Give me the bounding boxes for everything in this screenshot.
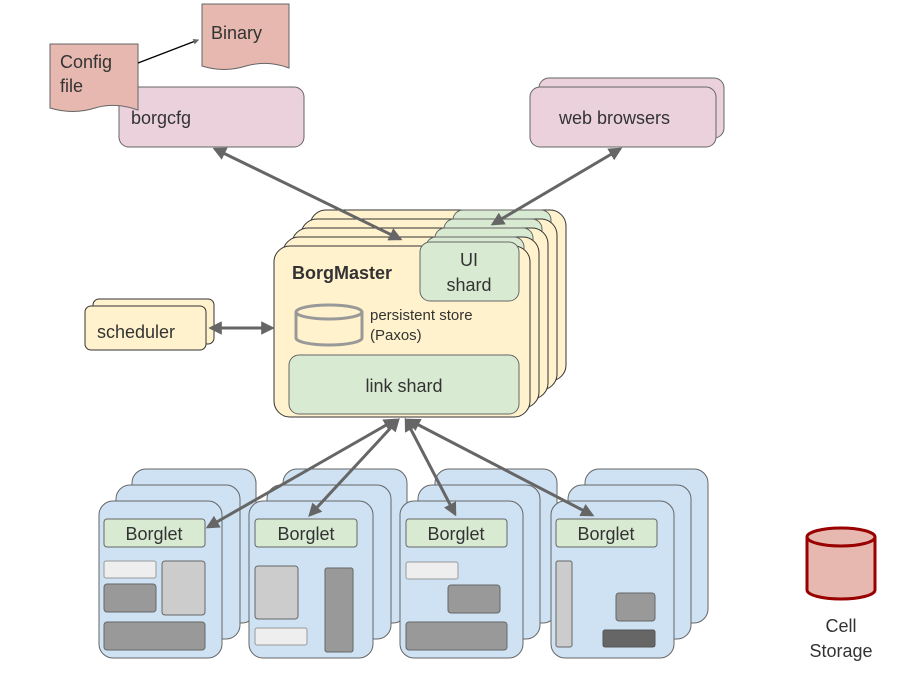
persistent-store-label-line1: persistent store	[370, 307, 473, 324]
task-block	[324, 567, 354, 653]
task-block	[602, 629, 656, 648]
borgmaster-label: BorgMaster	[292, 263, 392, 283]
binary-label: Binary	[211, 23, 262, 43]
task-block	[103, 583, 157, 613]
ui-shard-label-line1: UI	[460, 250, 478, 270]
machine-stack-1: Borglet	[98, 468, 257, 659]
borglet-label: Borglet	[577, 524, 634, 544]
machine-stack-4: Borglet	[550, 468, 709, 659]
borgcfg-box: borgcfg	[118, 86, 305, 148]
task-block	[103, 560, 157, 579]
task-block	[615, 592, 656, 622]
ui-shard-box: UI shard	[419, 241, 520, 302]
borglet-box: Borglet	[555, 518, 658, 548]
borglet-label: Borglet	[277, 524, 334, 544]
scheduler-stack: scheduler	[84, 298, 215, 351]
config-file: Config file	[49, 43, 139, 112]
task-block	[254, 627, 308, 646]
config-file-label-line2: file	[60, 76, 83, 96]
borglet-box: Borglet	[254, 518, 358, 548]
task-block	[405, 621, 508, 651]
cell-storage-label-line2: Storage	[809, 641, 872, 661]
borglet-label: Borglet	[427, 524, 484, 544]
cell-storage: Cell Storage	[805, 526, 877, 661]
web-browsers-stack: web browsers	[529, 77, 725, 148]
database-cylinder-icon	[805, 526, 877, 601]
borglet-label: Borglet	[125, 524, 182, 544]
web-browsers-label: web browsers	[558, 108, 670, 128]
borgcfg-label: borgcfg	[131, 108, 191, 128]
task-block	[254, 565, 299, 620]
machine-stack-3: Borglet	[399, 468, 558, 659]
borgmaster-replicas: BorgMaster UI shard persistent store (Pa…	[273, 209, 567, 418]
master-borglet4-arrow	[406, 418, 595, 517]
borgmaster-box: BorgMaster UI shard persistent store (Pa…	[273, 241, 531, 418]
borglet-box: Borglet	[405, 518, 508, 548]
task-block	[161, 560, 206, 616]
scheduler-label: scheduler	[97, 322, 175, 342]
config-file-label-line1: Config	[60, 52, 112, 72]
ui-shard-label-line2: shard	[446, 275, 491, 295]
borgcfg-master-arrow	[212, 147, 403, 241]
persistent-store: persistent store (Paxos)	[294, 303, 473, 347]
browsers-master-arrow	[490, 147, 623, 226]
database-cylinder-icon	[294, 303, 364, 347]
task-block	[405, 561, 459, 580]
master-borglet2-arrow	[308, 418, 400, 517]
connections	[205, 147, 623, 529]
borglet-box: Borglet	[103, 518, 206, 548]
cell-storage-label-line1: Cell	[825, 616, 856, 636]
task-block	[555, 560, 573, 648]
persistent-store-label-line2: (Paxos)	[370, 327, 422, 344]
task-block	[103, 621, 206, 651]
link-shard-box: link shard	[288, 354, 520, 415]
link-shard-label: link shard	[365, 376, 442, 396]
config-to-binary-arrow	[137, 38, 200, 64]
task-block	[447, 584, 501, 614]
binary-file: Binary	[201, 3, 290, 70]
